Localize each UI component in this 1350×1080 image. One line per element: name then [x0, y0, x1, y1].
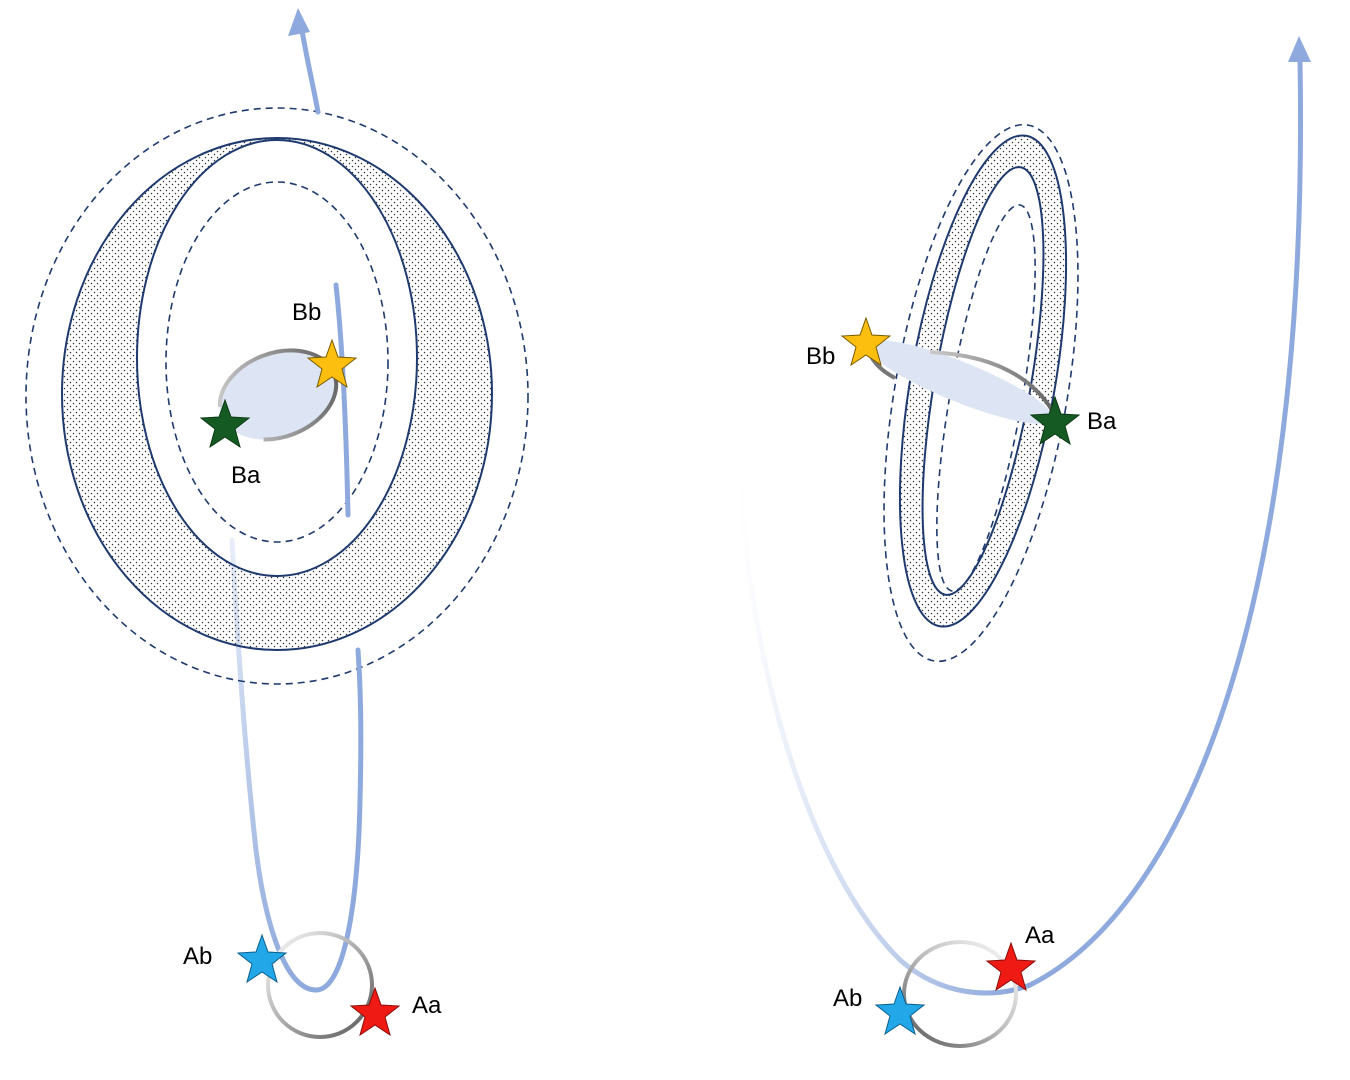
disk-outer-dashed-edge [25, 107, 529, 685]
star-label: Bb [292, 299, 321, 326]
star-icon [985, 941, 1037, 992]
star-label: Bb [806, 343, 835, 370]
outer-orbit-front-branch [313, 647, 364, 993]
star-ba: Ba [1029, 395, 1117, 446]
star-label: Ba [231, 462, 261, 489]
star-ba: Ba [199, 398, 261, 489]
star-ab: Ab [833, 985, 926, 1036]
star-icon [349, 986, 401, 1037]
star-label: Ab [833, 985, 862, 1012]
star-bb: Bb [292, 299, 358, 389]
star-label: Aa [1025, 922, 1055, 949]
star-label: Aa [412, 992, 442, 1019]
disk-stipple [700, 0, 1350, 1080]
star-label: Ba [1087, 408, 1117, 435]
star-icon [199, 398, 251, 449]
circumbinary-disk-right [700, 0, 1350, 1080]
binary-a-orbit-right [902, 940, 1018, 1048]
star-ab: Ab [183, 933, 288, 984]
disk-outer-dashed-edge [883, 123, 1079, 663]
outer-orbit-top [299, 27, 321, 115]
arrowhead-icon [288, 8, 310, 36]
disk-stipple [0, 0, 700, 1080]
right-panel: Bb Ba Aa Ab [700, 0, 1350, 1080]
star-icon [840, 316, 892, 367]
disk-outer-solid-edge [61, 137, 493, 651]
star-icon [1029, 395, 1081, 446]
star-label: Ab [183, 943, 212, 970]
star-bb: Bb [806, 316, 892, 370]
disk-inner-dashed-edge [165, 181, 389, 543]
circumbinary-disk-left [0, 0, 700, 1080]
star-aa: Aa [985, 922, 1055, 992]
left-panel: Bb Ba Ab Aa [0, 0, 700, 1080]
star-aa: Aa [349, 986, 442, 1037]
star-icon [874, 985, 926, 1036]
disk-inner-solid-edge [136, 139, 418, 577]
star-icon [306, 338, 358, 389]
binary-a-orbit-left [266, 931, 374, 1039]
star-icon [236, 933, 288, 984]
